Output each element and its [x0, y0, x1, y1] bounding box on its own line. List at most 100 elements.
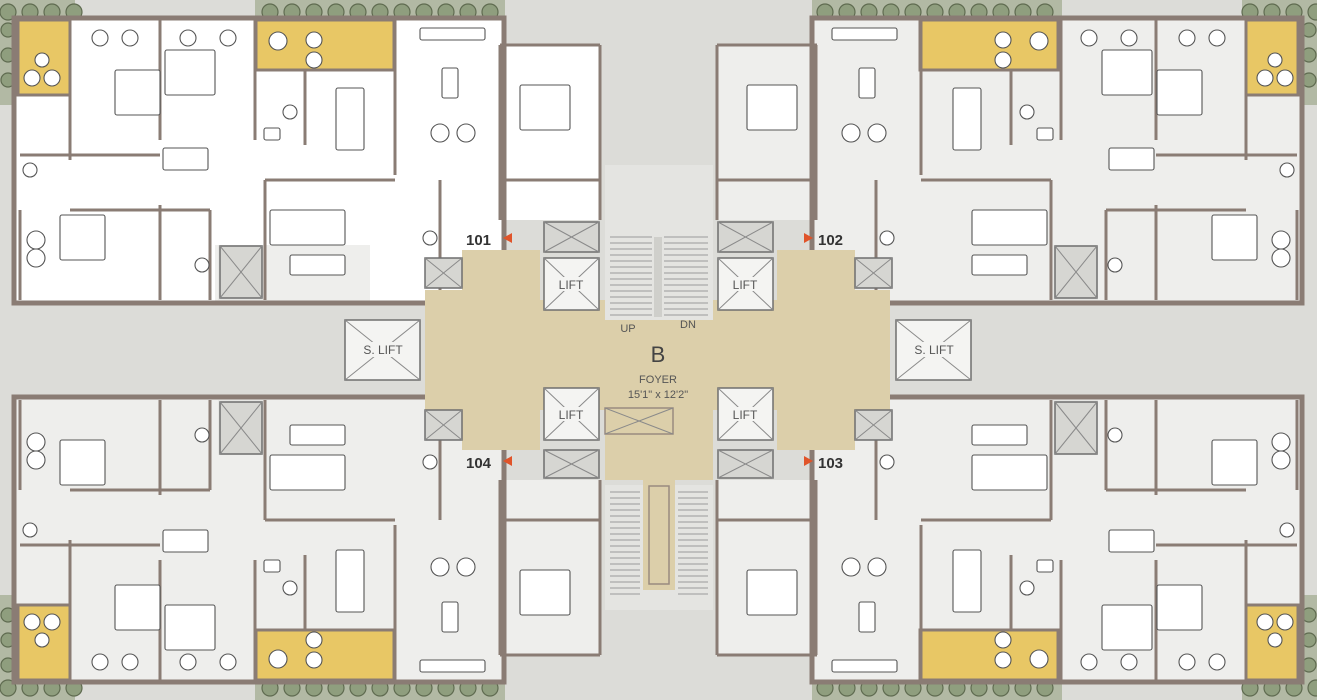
unit-102-label[interactable]: 102: [818, 232, 843, 249]
furniture-item: [268, 649, 288, 669]
unit-101-label[interactable]: 101: [466, 232, 491, 249]
furniture-item: [841, 557, 861, 577]
furniture-item: [1267, 52, 1283, 68]
stair-up-label: UP: [620, 323, 635, 335]
shaft-cross: [543, 449, 600, 479]
furniture-item: [26, 450, 46, 470]
unit-103-marker[interactable]: 103: [804, 455, 843, 472]
furniture-item: [219, 653, 237, 671]
lift-boxes: LIFT LIFT LIFT LIFT S. LIFT: [344, 257, 972, 441]
furniture-item: [22, 162, 38, 178]
furniture-item: [994, 31, 1012, 49]
furniture-item: [831, 659, 898, 673]
furniture-item: [305, 51, 323, 69]
unit-102-marker[interactable]: 102: [804, 232, 843, 249]
furniture-item: [269, 454, 346, 491]
furniture-item: [34, 52, 50, 68]
furniture-item: [430, 557, 450, 577]
furniture-item: [1036, 559, 1054, 573]
furniture-item: [456, 123, 476, 143]
lift-3-label: LIFT: [559, 408, 584, 422]
furniture-item: [22, 522, 38, 538]
furniture-item: [26, 230, 46, 250]
shaft-cross: [1054, 245, 1098, 299]
shaft-cross: [854, 257, 893, 289]
furniture-item: [422, 230, 438, 246]
unit-103-label[interactable]: 103: [818, 455, 843, 472]
furniture-item: [1271, 230, 1291, 250]
furniture-item: [1276, 613, 1294, 631]
furniture-item: [994, 631, 1012, 649]
furniture-item: [289, 424, 346, 446]
furniture-item: [219, 29, 237, 47]
furniture-item: [456, 557, 476, 577]
furniture-item: [841, 123, 861, 143]
shaft-cross: [219, 401, 263, 455]
unit-101-arrow: [503, 233, 512, 243]
furniture-item: [305, 31, 323, 49]
unit-102-arrow: [804, 233, 813, 243]
furniture-item: [282, 580, 298, 596]
furniture-item: [179, 653, 197, 671]
shaft-cross: [717, 449, 774, 479]
furniture-item: [1108, 529, 1155, 553]
stair-down-label: DN: [680, 319, 696, 331]
unit-104-label[interactable]: 104: [466, 455, 492, 472]
furniture-item: [34, 632, 50, 648]
furniture-item: [305, 631, 323, 649]
furniture-item: [1271, 432, 1291, 452]
lift-2: LIFT: [717, 257, 774, 311]
furniture-item: [879, 454, 895, 470]
service-lift-right: S. LIFT: [895, 319, 972, 381]
shaft-cross: [854, 409, 893, 441]
furniture-item: [1019, 580, 1035, 596]
unit-104-marker[interactable]: 104: [466, 455, 512, 472]
furniture-item: [263, 559, 281, 573]
furniture-item: [1178, 653, 1196, 671]
furniture-item: [269, 209, 346, 246]
furniture-item: [1101, 49, 1153, 96]
furniture-item: [43, 69, 61, 87]
furniture-item: [121, 29, 139, 47]
furniture-item: [1101, 604, 1153, 651]
furniture-item: [1256, 613, 1274, 631]
furniture-item: [858, 67, 876, 99]
furniture-item: [441, 67, 459, 99]
furniture-item: [59, 439, 106, 486]
furniture-item: [1271, 248, 1291, 268]
furniture-item: [23, 613, 41, 631]
furniture-item: [831, 27, 898, 41]
shrub: [1307, 679, 1317, 697]
furniture-item: [179, 29, 197, 47]
furniture-item: [1080, 29, 1098, 47]
lift-2-label: LIFT: [733, 278, 758, 292]
furniture-item: [1108, 147, 1155, 171]
furniture-item: [746, 84, 798, 131]
furniture-item: [971, 254, 1028, 276]
furniture-item: [1036, 127, 1054, 141]
furniture-layer: [22, 27, 1295, 673]
shaft-cross: [424, 257, 463, 289]
furniture-item: [1256, 69, 1274, 87]
furniture-item: [994, 651, 1012, 669]
lift-4: LIFT: [717, 387, 774, 441]
furniture-item: [164, 49, 216, 96]
furniture-item: [1120, 29, 1138, 47]
furniture-item: [1029, 31, 1049, 51]
furniture-item: [1120, 653, 1138, 671]
furniture-item: [1279, 162, 1295, 178]
shaft-cross: [717, 221, 774, 253]
unit-101-marker[interactable]: 101: [466, 232, 512, 249]
furniture-item: [1279, 522, 1295, 538]
furniture-item: [26, 248, 46, 268]
furniture-item: [114, 584, 161, 631]
service-lift-left-label: S. LIFT: [363, 343, 403, 357]
furniture-item: [91, 29, 109, 47]
furniture-item: [162, 529, 209, 553]
furniture-item: [1156, 584, 1203, 631]
furniture-item: [43, 613, 61, 631]
furniture-item: [114, 69, 161, 116]
furniture-item: [26, 432, 46, 452]
lift-1: LIFT: [543, 257, 600, 311]
furniture-item: [971, 209, 1048, 246]
